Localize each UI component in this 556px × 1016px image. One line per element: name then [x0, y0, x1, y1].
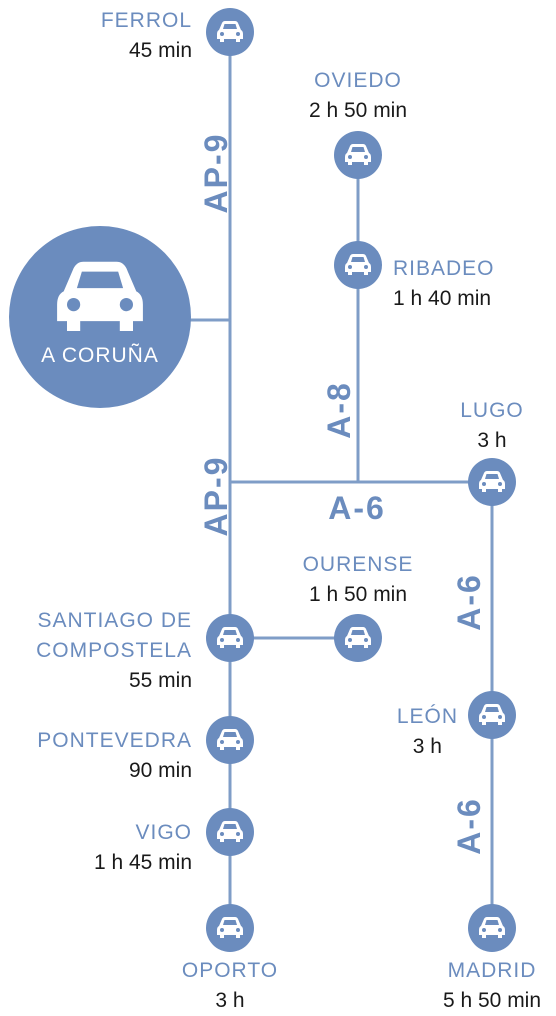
- road-label-a6-horizontal: A-6: [328, 490, 386, 526]
- city-name: PONTEVEDRA: [37, 729, 192, 752]
- travel-time: 1 h 50 min: [308, 583, 408, 606]
- node-oporto[interactable]: [206, 904, 254, 952]
- city-name: MADRID: [447, 959, 537, 982]
- label-santiago: SANTIAGO DE COMPOSTELA 55 min: [36, 606, 192, 696]
- label-pontevedra: PONTEVEDRA 90 min: [37, 726, 192, 786]
- label-oporto: OPORTO 3 h: [160, 956, 300, 1016]
- node-madrid[interactable]: [468, 904, 516, 952]
- city-name: OPORTO: [181, 959, 279, 982]
- travel-time: 3 h: [412, 735, 442, 758]
- road-label-a8: A-8: [321, 381, 357, 439]
- city-name: VIGO: [135, 821, 192, 844]
- travel-time: 3 h: [215, 989, 245, 1012]
- node-ferrol[interactable]: [206, 8, 254, 56]
- node-oviedo[interactable]: [334, 131, 382, 179]
- node-pontevedra[interactable]: [206, 716, 254, 764]
- node-leon[interactable]: [468, 691, 516, 739]
- label-ferrol: FERROL 45 min: [101, 6, 192, 66]
- node-ourense[interactable]: [334, 614, 382, 662]
- label-oviedo: OVIEDO 2 h 50 min: [288, 66, 428, 126]
- city-name: OURENSE: [302, 553, 414, 576]
- travel-time: 45 min: [128, 39, 192, 62]
- travel-time: 3 h: [477, 429, 507, 452]
- travel-time: 1 h 45 min: [93, 851, 192, 874]
- node-lugo[interactable]: [468, 458, 516, 506]
- label-vigo: VIGO 1 h 45 min: [94, 818, 192, 878]
- city-name: FERROL: [100, 9, 192, 32]
- road-label-a6-lower: A-6: [451, 797, 487, 855]
- node-santiago[interactable]: [206, 614, 254, 662]
- travel-time: 90 min: [128, 759, 192, 782]
- label-leon: LEÓN 3 h: [397, 702, 458, 762]
- road-label-ap9-north: AP-9: [198, 132, 234, 214]
- city-name: LEÓN: [396, 705, 458, 728]
- travel-time: 2 h 50 min: [308, 99, 408, 122]
- city-name: SANTIAGO DE: [37, 609, 192, 632]
- city-name: OVIEDO: [314, 69, 402, 92]
- label-madrid: MADRID 5 h 50 min: [428, 956, 556, 1016]
- travel-time: 1 h 40 min: [393, 287, 492, 310]
- road-label-a6-upper: A-6: [451, 573, 487, 631]
- travel-time: 55 min: [128, 669, 192, 692]
- hub-name: A CORUÑA: [41, 344, 159, 367]
- node-ribadeo[interactable]: [334, 241, 382, 289]
- city-name: LUGO: [460, 399, 524, 422]
- label-ourense: OURENSE 1 h 50 min: [286, 550, 430, 610]
- label-ribadeo: RIBADEO 1 h 40 min: [393, 254, 495, 314]
- city-name: RIBADEO: [393, 257, 495, 280]
- road-label-ap9-south: AP-9: [198, 455, 234, 537]
- label-lugo: LUGO 3 h: [452, 396, 532, 456]
- node-vigo[interactable]: [206, 808, 254, 856]
- city-name: COMPOSTELA: [36, 639, 192, 662]
- travel-time: 5 h 50 min: [442, 989, 542, 1012]
